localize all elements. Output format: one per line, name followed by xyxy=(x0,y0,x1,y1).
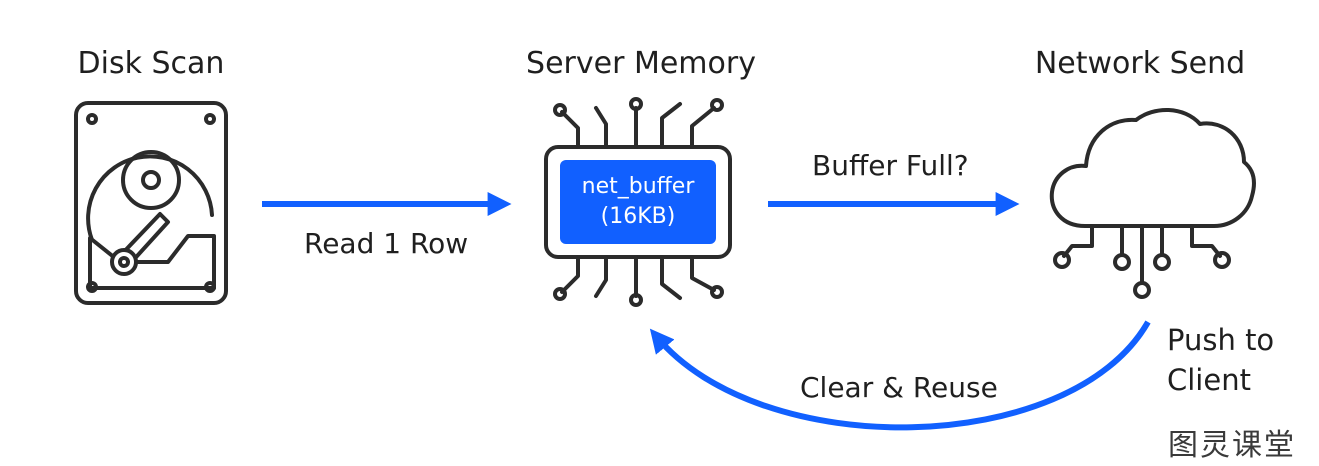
push-to-client-label: Push to Client xyxy=(1167,323,1275,397)
cloud-network-icon xyxy=(1049,107,1256,299)
clear-reuse-label: Clear & Reuse xyxy=(800,371,998,404)
memory-chip-icon xyxy=(544,97,732,307)
net-buffer-box: net_buffer (16KB) xyxy=(560,160,716,244)
buffer-size: (16KB) xyxy=(600,204,676,229)
disk-scan-title: Disk Scan xyxy=(77,46,225,81)
watermark-text: 图灵课堂 xyxy=(1168,428,1296,463)
read-row-label: Read 1 Row xyxy=(304,227,469,260)
server-memory-title: Server Memory xyxy=(526,46,756,81)
buffer-name: net_buffer xyxy=(581,174,695,199)
buffer-full-label: Buffer Full? xyxy=(812,149,969,182)
clear-reuse-arrow xyxy=(649,320,1151,431)
network-send-title: Network Send xyxy=(1034,46,1246,81)
hard-drive-icon xyxy=(74,101,228,305)
